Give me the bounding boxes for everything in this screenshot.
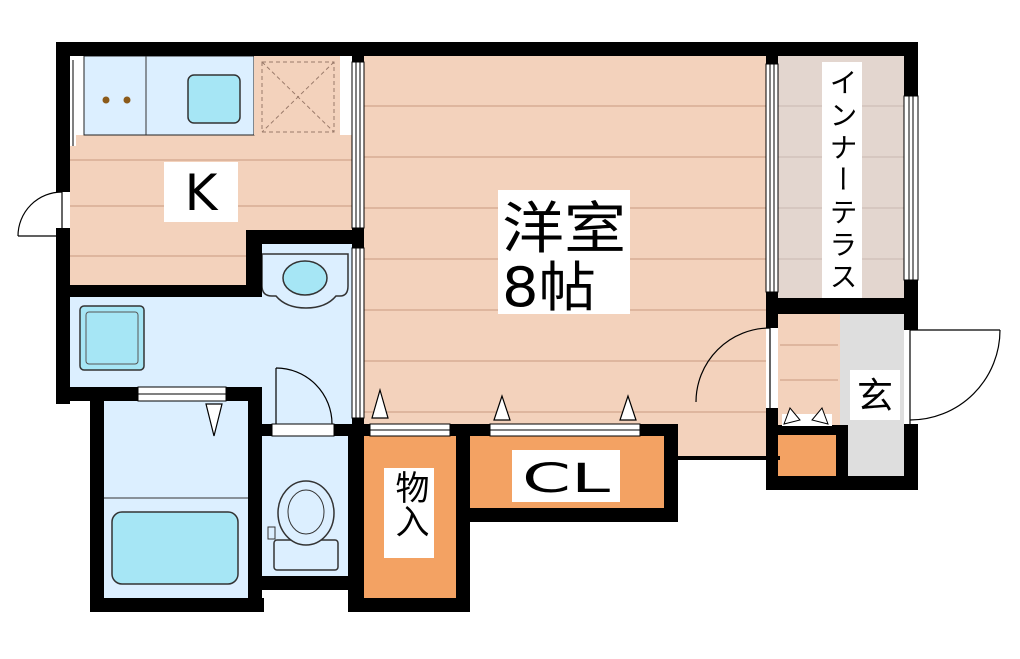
kitchen-room-partition (351, 61, 365, 229)
toilet-door (271, 423, 335, 437)
fridge-mark (261, 61, 335, 133)
western-room-label-line2: 8帖 (502, 256, 596, 319)
front-door (904, 329, 1001, 424)
kitchen-label: K (185, 164, 219, 222)
entrance-label-bg (850, 370, 900, 420)
kitchen-window (70, 60, 76, 146)
bath-door (137, 386, 227, 402)
stove-burner-icon (102, 96, 110, 104)
closet-label: CL (522, 456, 611, 502)
wash-room-partition (351, 247, 365, 419)
kitchen-label-bg (164, 162, 238, 222)
door-arrow-icon (205, 387, 637, 437)
walls (56, 42, 918, 612)
storage-label-bg (384, 468, 434, 558)
shoe-box-doors (782, 407, 832, 426)
storage-label: 物入 (389, 470, 429, 538)
kitchen-sink (187, 74, 241, 124)
closet-label-bg (512, 450, 620, 502)
room-terrace-sliding-door (765, 63, 779, 293)
closet-door (489, 423, 641, 437)
western-room-label-line1: 洋室 (502, 197, 626, 262)
toilet-swing-door (275, 367, 333, 425)
toilet (267, 480, 339, 571)
inner-terrace-label: インナーテラス (826, 68, 859, 290)
fridge-space (254, 56, 340, 135)
storage-door (369, 423, 451, 437)
room-entry-door (695, 327, 778, 408)
washing-machine-pan (79, 305, 145, 371)
terrace-window (903, 95, 919, 281)
entrance-hall-floor (778, 314, 840, 425)
western-room-label-bg (498, 190, 630, 314)
bathtub (111, 511, 239, 585)
terrace-label-bg (822, 62, 862, 298)
kitchen-exterior-door (17, 191, 70, 237)
stove-burner-icon (123, 96, 131, 104)
entrance-label: 玄 (857, 376, 893, 417)
